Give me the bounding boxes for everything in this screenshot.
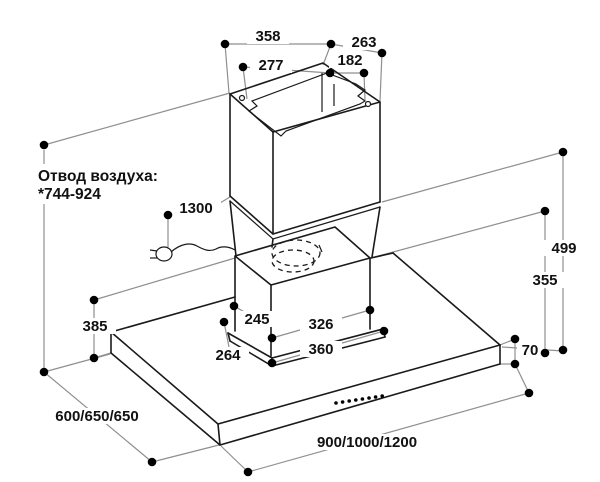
control-buttons [334, 394, 385, 405]
dimension-dots [39, 39, 568, 477]
chimney-duct [229, 62, 381, 258]
dim-label-duct-width: 277 [258, 57, 283, 74]
air-outlet-note: Отвод воздуха: *744-924 [38, 168, 158, 203]
dim-label-duct-depth: 182 [337, 52, 362, 69]
dim-label-depth-options: 600/650/650 [55, 408, 138, 425]
air-outlet-circle [271, 239, 321, 267]
dim-label-box-height: 245 [244, 311, 269, 328]
dim-label-cable-length: 1300 [179, 200, 212, 217]
label-masks [34, 28, 585, 450]
dim-label-width-options: 900/1000/1200 [317, 434, 417, 451]
canopy [110, 252, 501, 446]
mounting-hole [238, 94, 246, 102]
dim-label-left-height: 385 [82, 318, 107, 335]
mounting-hole [364, 100, 372, 108]
dim-label-box-depth: 264 [215, 347, 241, 364]
dim-label-top-width: 358 [255, 28, 280, 45]
power-plug-icon [149, 243, 236, 262]
dim-label-chimney-height: 355 [532, 272, 557, 289]
air-outlet-note-line2: *744-924 [38, 186, 101, 203]
dim-label-canopy-thickness: 70 [522, 342, 539, 359]
air-outlet-note-line1: Отвод воздуха: [38, 168, 158, 185]
dim-label-box-width: 326 [308, 316, 333, 333]
air-outlet-circle-lower [271, 249, 315, 273]
dim-label-top-depth: 263 [351, 34, 376, 51]
power-cord [170, 243, 236, 253]
dimension-labels: 358 263 277 182 1300 499 355 245 326 360… [55, 28, 576, 451]
dim-label-flange-width: 360 [308, 341, 333, 358]
dim-label-total-height: 499 [551, 240, 576, 257]
